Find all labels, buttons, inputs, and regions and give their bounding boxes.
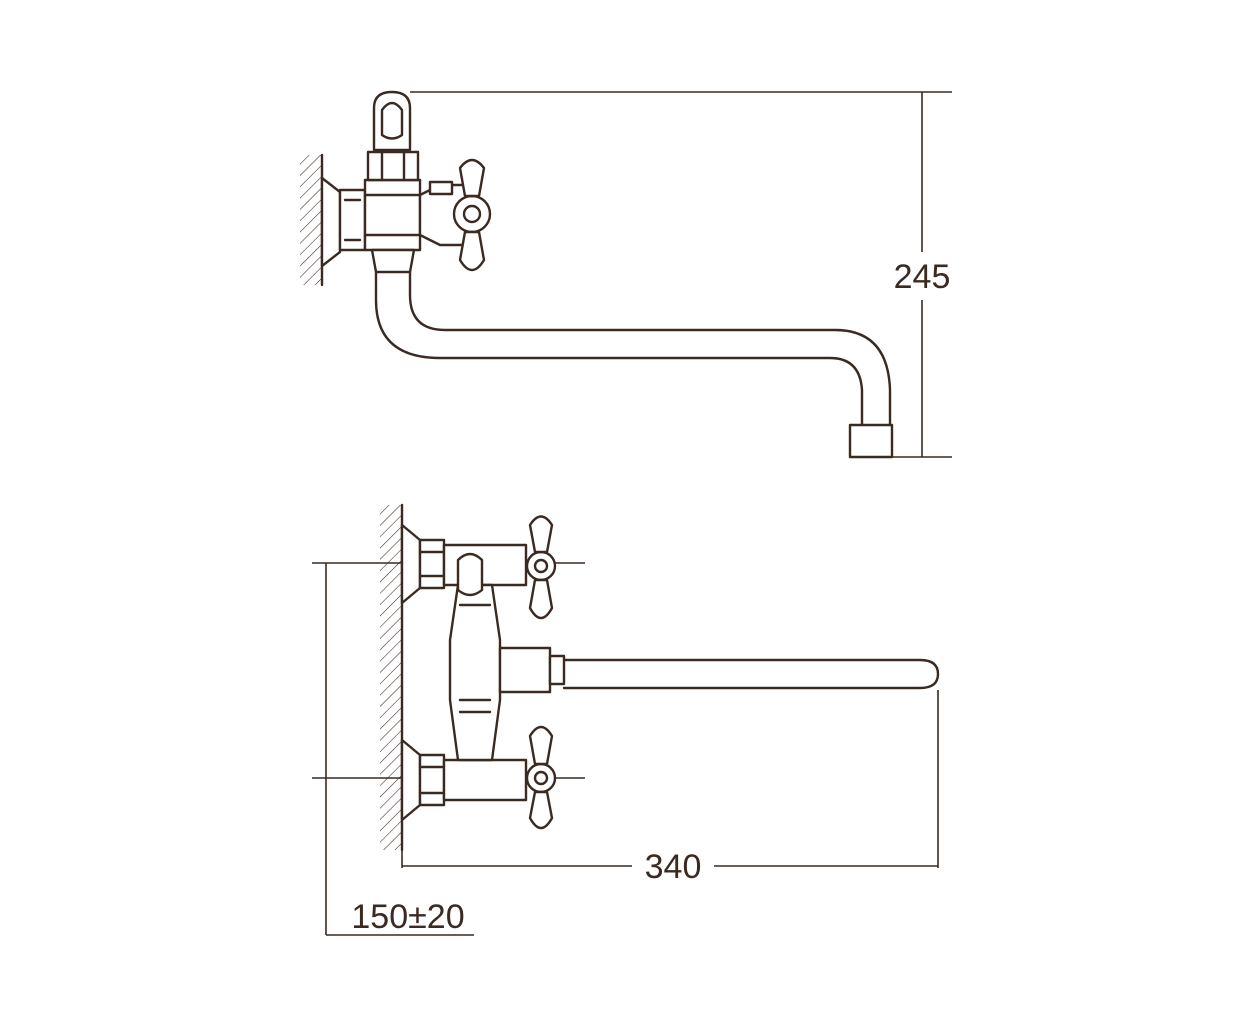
spout-side bbox=[374, 270, 894, 459]
mixer-body-front bbox=[448, 552, 566, 762]
wall-side-view bbox=[300, 153, 324, 287]
valve-body-side bbox=[363, 90, 422, 274]
wall-front-view bbox=[380, 503, 404, 852]
handle-side bbox=[418, 158, 492, 272]
dimension-length: 340 bbox=[401, 690, 939, 886]
wall-flange-side bbox=[320, 176, 367, 268]
dimension-spacing: 150±20 bbox=[325, 563, 474, 936]
height-dimension-label: 245 bbox=[894, 258, 951, 296]
length-dimension-label: 340 bbox=[645, 848, 702, 886]
front-view: 340 150±20 bbox=[312, 503, 940, 936]
spout-front bbox=[562, 658, 940, 690]
spacing-dimension-label: 150±20 bbox=[351, 898, 464, 936]
side-view: 245 bbox=[300, 90, 952, 459]
dimension-height: 245 bbox=[410, 91, 952, 458]
bottom-inlet bbox=[400, 725, 557, 830]
